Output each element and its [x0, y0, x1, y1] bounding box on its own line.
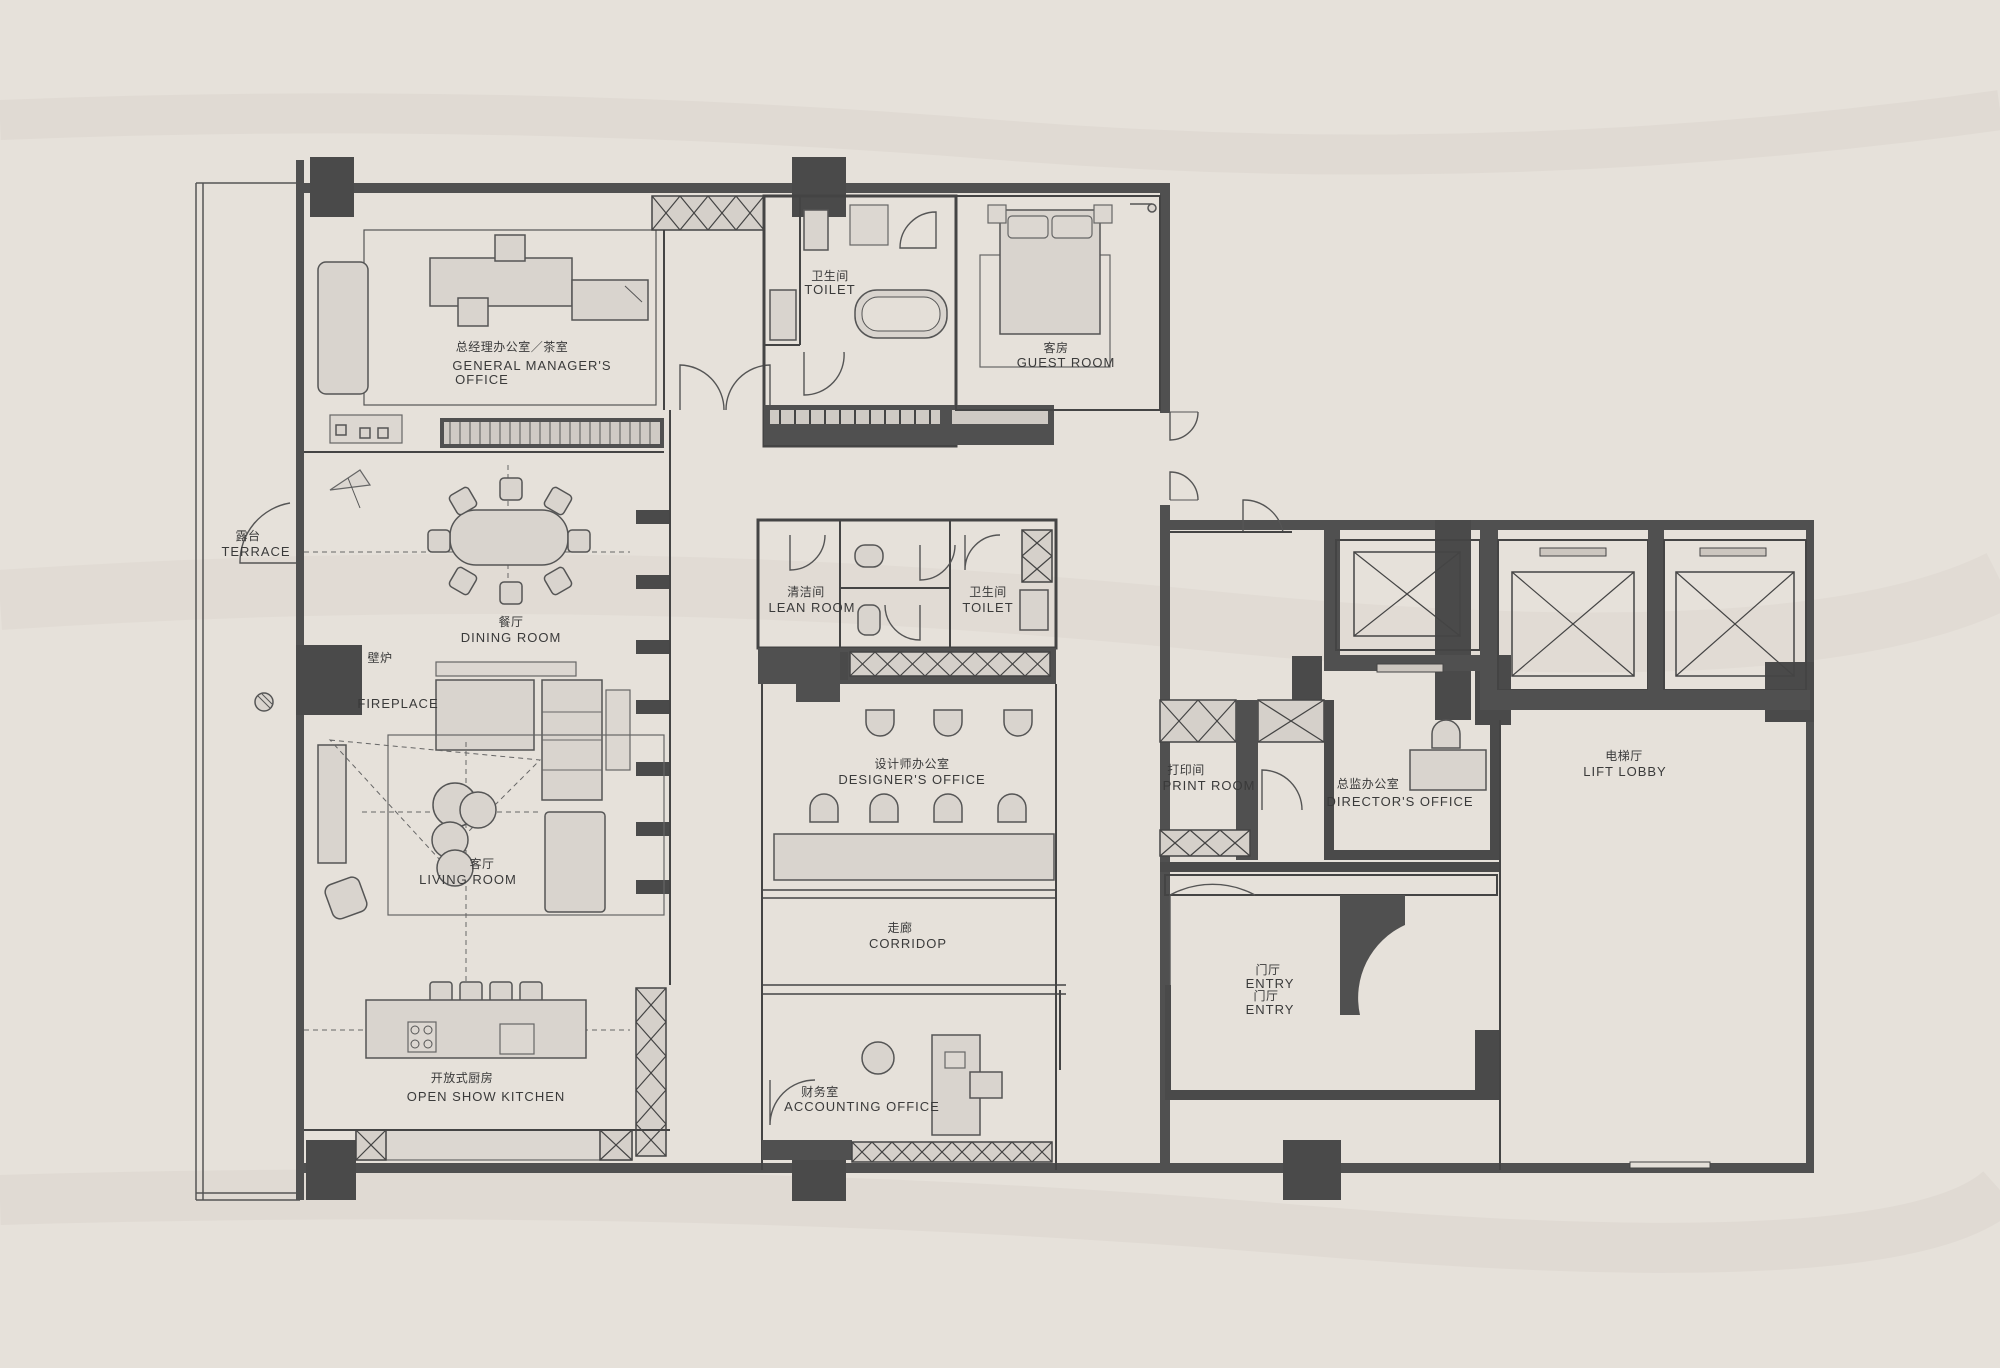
fireplace-icon: [435, 661, 577, 677]
entry-label-en1: ENTRY: [1246, 976, 1295, 991]
sink-icon: [1019, 589, 1049, 631]
toilet-top-label-en: TOILET: [804, 282, 855, 297]
living-label-cn: 客厅: [469, 856, 494, 871]
terrace-label-cn: 露台: [235, 528, 260, 543]
living-room: [317, 661, 665, 1010]
entry: [1160, 862, 1500, 1100]
door-swing-icon: [679, 364, 725, 411]
console-icon: [317, 744, 347, 864]
dining-label-cn: 餐厅: [498, 614, 523, 629]
storage-cabinets: [651, 195, 765, 231]
toilet-top-label-cn: 卫生间: [811, 269, 849, 283]
sink-icon: [499, 1023, 535, 1055]
designers-office: [761, 684, 1057, 1170]
desk-icon: [773, 833, 1055, 881]
gm-office-label-en2: OFFICE: [455, 372, 509, 387]
gm-office-label-cn: 总经理办公室／茶室: [456, 339, 569, 354]
shower-icon: [849, 204, 889, 246]
desk-icon: [429, 257, 573, 307]
corridor: [762, 984, 1066, 1070]
print-room-label-en: PRINT ROOM: [1163, 778, 1256, 793]
desk-icon: [1409, 749, 1487, 791]
table-icon: [571, 279, 649, 321]
elevators: [1324, 520, 1810, 1170]
chair-icon: [494, 234, 526, 262]
accounting-label-en: ACCOUNTING OFFICE: [784, 1099, 940, 1114]
restrooms-mid: [756, 518, 1058, 702]
director-label-cn: 总监办公室: [1337, 776, 1400, 791]
terrace-door-icon: [239, 502, 300, 564]
lift-lobby-label-cn: 电梯厅: [1605, 749, 1643, 763]
terrace: [195, 182, 300, 1201]
guest-room-label-en: GUEST ROOM: [1017, 355, 1116, 370]
toilet-icon: [803, 209, 829, 251]
sofa-icon: [544, 811, 606, 913]
designer-label-cn: 设计师办公室: [874, 756, 949, 771]
dining-label-en: DINING ROOM: [461, 630, 562, 645]
room-labels: 露台 TERRACE 总经理办公室／茶室 GENERAL MANAGER'S O…: [221, 269, 1666, 1114]
right-doors: [1169, 411, 1292, 533]
elevator-icon: [1663, 539, 1807, 691]
terrace-label-en: TERRACE: [221, 544, 290, 559]
entry-label-en2: ENTRY: [1246, 1002, 1295, 1017]
chair-icon: [1431, 719, 1461, 749]
door-swing-icon: [803, 351, 845, 396]
toilet-icon: [857, 604, 881, 636]
chair-icon: [809, 709, 1033, 823]
entry-label-cn1: 门厅: [1255, 962, 1280, 977]
living-label-en: LIVING ROOM: [419, 872, 517, 887]
gm-office: [304, 195, 771, 453]
table-icon: [449, 509, 569, 566]
chair-icon: [861, 1041, 895, 1075]
designer-label-en: DESIGNER'S OFFICE: [838, 772, 985, 787]
dining-room: [304, 410, 671, 985]
clean-room-label-en: LEAN ROOM: [768, 600, 855, 615]
accounting-label-cn: 财务室: [801, 1084, 839, 1099]
gm-office-label-en1: GENERAL MANAGER'S: [452, 358, 611, 373]
director-label-en: DIRECTOR'S OFFICE: [1326, 794, 1473, 809]
corridor-label-en: CORRIDOP: [869, 936, 947, 951]
accounting-office: [762, 1034, 1053, 1163]
print-room-label-cn: 打印间: [1167, 763, 1205, 777]
toilet-mid-label-cn: 卫生间: [969, 585, 1007, 599]
clean-room-label-cn: 清洁间: [787, 585, 825, 599]
fireplace-label-en: FIREPLACE: [357, 696, 438, 711]
print-director: [1159, 699, 1500, 860]
toilet-top: [762, 194, 1054, 448]
door-swing-icon: [1169, 883, 1256, 985]
kitchen-label-en: OPEN SHOW KITCHEN: [407, 1089, 566, 1104]
kitchen-island-icon: [365, 999, 587, 1059]
chair-icon: [457, 297, 489, 327]
entry-label-cn2: 门厅: [1253, 988, 1278, 1003]
kitchen: [304, 981, 670, 1161]
chair-icon: [969, 1071, 1003, 1099]
kitchen-label-cn: 开放式厨房: [431, 1070, 494, 1085]
lift-lobby-label-en: LIFT LOBBY: [1583, 764, 1666, 779]
door-swing-icon: [725, 364, 771, 411]
door-swing-icon: [769, 1079, 816, 1126]
cabinet-icon: [769, 289, 797, 341]
chair-icon: [427, 477, 591, 605]
urinal-icon: [854, 544, 884, 568]
guest-room: [955, 195, 1161, 411]
chair-icon: [324, 876, 368, 920]
sofa-icon: [317, 261, 369, 395]
corridor-label-cn: 走廊: [887, 920, 912, 935]
sofa-icon: [435, 679, 535, 751]
lamp-icon: [329, 469, 372, 491]
toilet-mid-label-en: TOILET: [962, 600, 1013, 615]
fireplace-label-cn: 壁炉: [367, 650, 392, 665]
guest-room-label-cn: 客房: [1043, 340, 1068, 355]
